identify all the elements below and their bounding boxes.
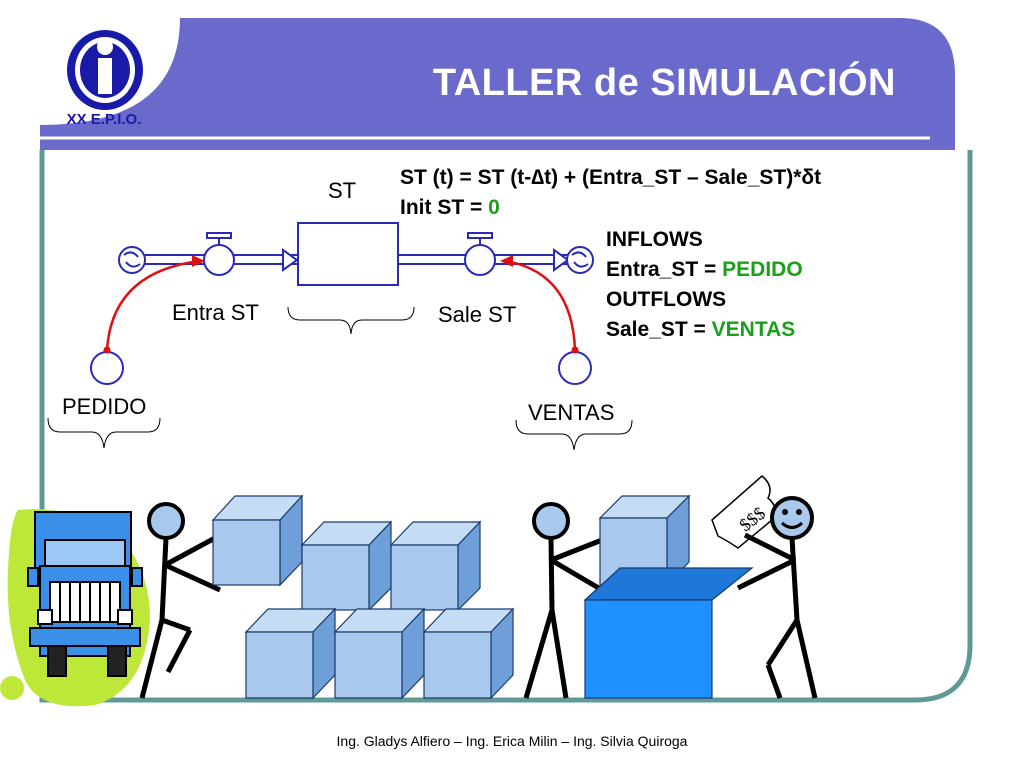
stick-figure-left [139,502,222,699]
inflow-prefix: Entra_ST = [606,258,723,281]
outflow-equation: Sale_ST = VENTAS [606,318,795,342]
counter-boxes [583,494,754,699]
stock-box [297,222,399,286]
ventas-label: VENTAS [528,400,615,425]
logo-icon [67,30,143,110]
inflow-value: PEDIDO [722,258,803,281]
outflow-value: VENTAS [711,318,796,341]
outflow-valve-icon [464,232,496,276]
inflow-label: Entra ST [172,300,259,325]
inflows-heading: INFLOWS [606,228,703,251]
source-cloud-icon [118,246,146,274]
braces [47,306,633,451]
pedido-converter [90,351,124,385]
outflow-label: Sale ST [438,302,517,327]
counter-front [584,599,713,699]
outflow-prefix: Sale_ST = [606,318,712,341]
inflow-equation: Entra_ST = PEDIDO [606,258,803,282]
connector-pedido [105,259,201,351]
sink-cloud-icon [566,246,594,274]
stick-figure-middle [523,502,604,699]
init-equation: Init ST = 0 [400,196,500,220]
content-frame [39,150,973,703]
ventas-converter [558,351,592,385]
box [389,520,482,612]
brace-pedido [47,417,161,449]
box [333,607,426,700]
stock-label: ST [328,178,357,203]
slide-title: TALLER de SIMULACIÓN [432,62,896,104]
connector-ventas [504,259,577,351]
inflow-valve-icon [203,232,235,276]
header-band [40,18,955,150]
stock-equation: ST (t) = ST (t-∆t) + (Entra_ST – Sale_ST… [400,166,822,189]
stick-figure-right [736,496,818,699]
brace-stock [287,306,415,335]
box [300,520,393,612]
truck-icon [27,511,143,677]
box [211,494,304,587]
init-value: 0 [488,196,500,219]
init-prefix: Init ST = [400,196,489,219]
footer-credits: Ing. Gladys Alfiero – Ing. Erica Milin –… [336,733,688,749]
boxes-pile [211,494,515,700]
outflows-heading: OUTFLOWS [606,288,727,311]
box [422,607,515,700]
logo-text: XX E.P.I.O. [66,111,142,128]
connectors [103,255,579,354]
brace-ventas [515,419,633,451]
stock-flow-diagram [90,222,594,385]
box [244,607,337,700]
pedido-label: PEDIDO [62,394,147,419]
